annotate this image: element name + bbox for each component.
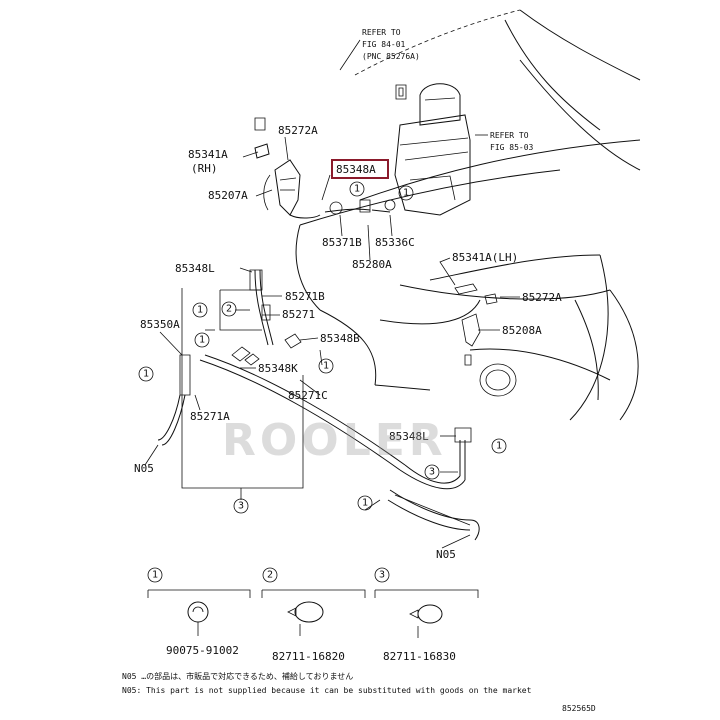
part-85280A: 85280A <box>352 258 392 271</box>
part-85348K: 85348K <box>258 362 298 375</box>
part-85341A-lh: 85341A(LH) <box>452 251 518 264</box>
legend-item-2: 2 82711-16820 <box>261 567 366 663</box>
part-N05-right: N05 <box>436 548 456 561</box>
callout-1-g: 1 <box>491 438 507 454</box>
note-japanese: N05 …の部品は、市販品で対応できるため、補給しておりません <box>122 671 353 681</box>
part-85208A: 85208A <box>502 324 542 337</box>
legend-key-3: 3 <box>379 570 385 581</box>
callout-1-h: 1 <box>357 495 373 511</box>
legend-part-82711-16820: 82711-16820 <box>272 650 345 663</box>
svg-text:1: 1 <box>403 188 409 199</box>
part-85371B: 85371B <box>322 236 362 249</box>
part-85271C: 85271C <box>288 389 328 402</box>
callout-1-d: 1 <box>194 332 210 348</box>
part-85348L-top: 85348L <box>175 262 215 275</box>
svg-text:1: 1 <box>354 184 360 195</box>
svg-text:2: 2 <box>226 304 232 315</box>
callout-1-a: 1 <box>398 185 414 201</box>
ref-fig84-line2: FIG 84-01 <box>362 40 406 49</box>
part-85271B: 85271B <box>285 290 325 303</box>
body-panel-outline <box>295 9 641 421</box>
part-N05-left: N05 <box>134 462 154 475</box>
legend-item-1: 1 90075-91002 <box>147 567 251 657</box>
watermark-text: ROOLER <box>222 415 447 466</box>
legend-key-2: 2 <box>267 570 273 581</box>
part-85341A-rh: 85341A <box>188 148 228 161</box>
rh-tag: (RH) <box>191 162 218 175</box>
svg-text:1: 1 <box>197 305 203 316</box>
callout-1-f: 1 <box>318 358 334 374</box>
ref-fig85-line2: FIG 85-03 <box>490 143 534 152</box>
callout-1-b: 1 <box>349 181 365 197</box>
leader-lines <box>144 39 520 549</box>
callout-3-b: 3 <box>233 498 249 514</box>
legend-part-90075-91002: 90075-91002 <box>166 644 239 657</box>
part-85348L-right: 85348L <box>389 430 429 443</box>
part-85207A: 85207A <box>208 189 248 202</box>
svg-text:1: 1 <box>323 361 329 372</box>
part-85350A: 85350A <box>140 318 180 331</box>
rh-nozzle-group <box>254 117 301 216</box>
svg-text:3: 3 <box>429 467 435 478</box>
legend-part-82711-16830: 82711-16830 <box>383 650 456 663</box>
clamp-legend: 1 90075-91002 2 82711-16820 3 <box>147 567 479 663</box>
reference-fig85: REFER TO FIG 85-03 <box>490 131 534 152</box>
ref-fig84-line1: REFER TO <box>362 28 401 37</box>
part-85336C: 85336C <box>375 236 415 249</box>
svg-text:1: 1 <box>362 498 368 509</box>
highlight-85348A-box <box>331 159 389 179</box>
svg-text:1: 1 <box>143 369 149 380</box>
ref-fig85-line1: REFER TO <box>490 131 529 140</box>
callout-2-a: 2 <box>221 301 237 317</box>
callout-circles: 1 1 1 2 1 1 1 1 3 3 1 <box>138 181 507 514</box>
callout-3-a: 3 <box>424 464 440 480</box>
part-85271: 85271 <box>282 308 315 321</box>
callout-1-e: 1 <box>138 366 154 382</box>
part-85348A-highlighted: 85348A <box>336 163 376 176</box>
part-85348B: 85348B <box>320 332 360 345</box>
part-85272A-top: 85272A <box>278 124 318 137</box>
figure-code: 852565D <box>562 704 596 713</box>
legend-item-3: 3 82711-16830 <box>374 567 479 663</box>
note-english: N05: This part is not supplied because i… <box>122 686 532 695</box>
part-85271A: 85271A <box>190 410 230 423</box>
part-85272A-right: 85272A <box>522 291 562 304</box>
washer-hose-routing <box>157 199 498 541</box>
clamp-82711-16820-icon <box>287 601 324 636</box>
legend-key-1: 1 <box>152 570 158 581</box>
svg-text:3: 3 <box>238 501 244 512</box>
svg-text:1: 1 <box>496 441 502 452</box>
washer-tank-assembly <box>394 83 471 216</box>
callout-1-c: 1 <box>192 302 208 318</box>
clamp-82711-16830-icon <box>409 604 443 638</box>
svg-text:1: 1 <box>199 335 205 346</box>
reference-fig84: REFER TO FIG 84-01 (PNC 85276A) <box>362 28 420 61</box>
ref-fig84-line3: (PNC 85276A) <box>362 52 420 61</box>
clamp-90075-icon <box>187 601 209 636</box>
